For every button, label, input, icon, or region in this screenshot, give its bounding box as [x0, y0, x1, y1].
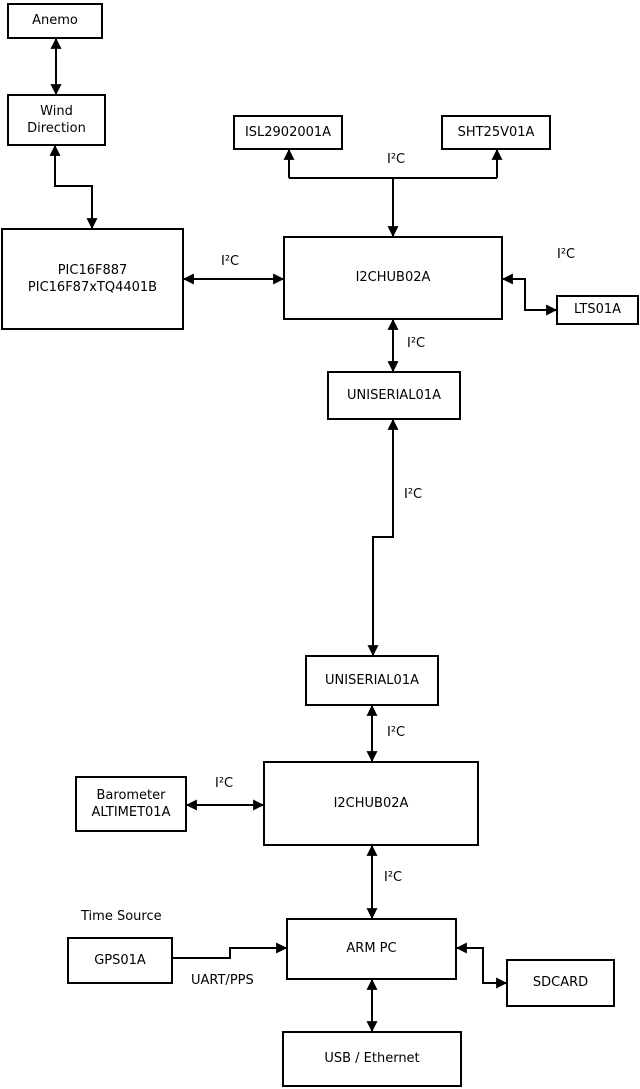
- box-sdcard: SDCARD: [506, 959, 615, 1007]
- box-usb-ethernet: USB / Ethernet: [282, 1031, 462, 1087]
- box-i2chub02a-top: I2CHUB02A: [283, 236, 503, 320]
- box-uniserial01a-bottom: UNISERIAL01A: [305, 655, 439, 706]
- label-time-source: Time Source: [81, 909, 162, 924]
- box-lts01a: LTS01A: [556, 295, 639, 325]
- box-pic16f887: PIC16F887 PIC16F87xTQ4401B: [1, 228, 184, 330]
- label-uart-pps: UART/PPS: [191, 973, 254, 988]
- box-gps01a: GPS01A: [67, 937, 173, 984]
- box-barometer-altimet01a: Barometer ALTIMET01A: [75, 776, 187, 832]
- label-i2c-barometer-hub2: I²C: [215, 776, 234, 791]
- label-i2c-pic-hub1: I²C: [221, 254, 240, 269]
- label-i2c-hub1-uniserial: I²C: [407, 336, 426, 351]
- connector-wind-pic: [49, 144, 98, 230]
- box-sht25v01a: SHT25V01A: [441, 115, 551, 150]
- box-anemo: Anemo: [7, 3, 103, 39]
- box-wind-direction: Wind Direction: [7, 94, 106, 146]
- label-i2c-uniserial-link: I²C: [404, 487, 423, 502]
- label-i2c-sensor-branch: I²C: [387, 152, 406, 167]
- box-uniserial01a-top: UNISERIAL01A: [327, 371, 461, 420]
- box-arm-pc: ARM PC: [286, 918, 457, 980]
- label-i2c-hub1-lts: I²C: [557, 247, 576, 262]
- box-i2chub02a-bottom: I2CHUB02A: [263, 761, 479, 846]
- connector-gps-armpc: [173, 942, 288, 959]
- label-i2c-uniserial-hub2: I²C: [387, 725, 406, 740]
- box-isl2902001a: ISL2902001A: [233, 115, 343, 150]
- connector-armpc-sdcard: [455, 942, 508, 989]
- connector-uniserial-top-uniserial-bottom: [367, 418, 399, 657]
- label-i2c-hub2-armpc: I²C: [384, 870, 403, 885]
- connector-hub1-lts: [501, 273, 558, 316]
